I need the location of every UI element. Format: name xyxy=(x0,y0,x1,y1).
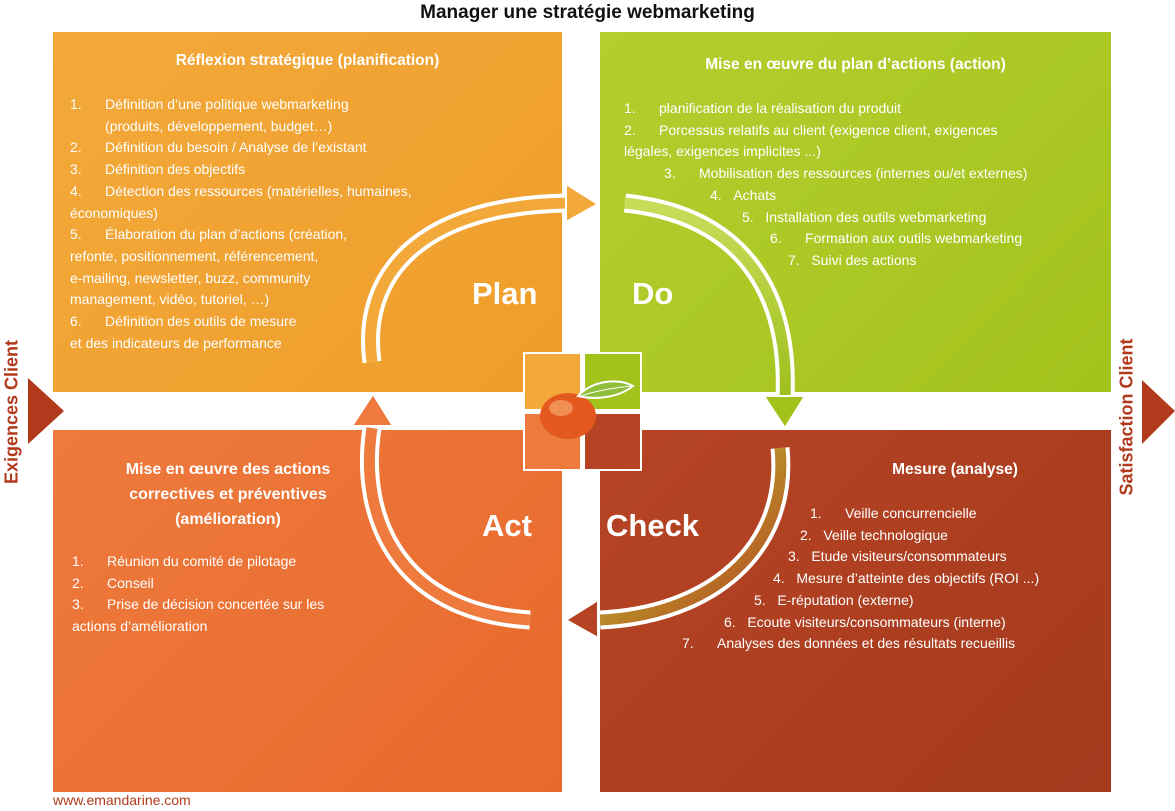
plan-item: management, vidéo, tutoriel, …) xyxy=(70,291,270,308)
plan-item: 1. Définition d’une politique webmarketi… xyxy=(70,96,349,112)
mandarin-logo xyxy=(523,352,642,471)
phase-act-label: Act xyxy=(482,508,532,543)
side-label-exigences: Exigences Client xyxy=(1,339,22,485)
plan-item: e-mailing, newsletter, buzz, community xyxy=(70,269,311,286)
check-list: 1. Veille concurrencielle 2. Veille tech… xyxy=(680,503,1039,655)
plan-item: et des indicateurs de performance xyxy=(70,334,282,351)
plan-item: 3. Définition des objectifs xyxy=(70,161,246,178)
plan-arrow xyxy=(361,193,569,364)
footer-url: www.emandarine.com xyxy=(53,792,191,808)
do-item: légales, exigences implicites ...) xyxy=(624,143,821,160)
act-arrowhead xyxy=(350,392,395,427)
check-item: 5. E-réputation (externe) xyxy=(754,591,914,608)
plan-item: 4. Détection des ressources (matérielles… xyxy=(70,182,412,199)
do-item: 3. Mobilisation des ressources (internes… xyxy=(664,165,1028,182)
plan-arrow-body xyxy=(365,197,569,363)
plan-item: 5. Élaboration du plan d’actions (créati… xyxy=(70,226,348,243)
check-title: Mesure (analyse) xyxy=(892,461,1018,478)
left-input-arrow xyxy=(28,378,64,444)
do-title: Mise en œuvre du plan d’actions (action) xyxy=(705,56,1006,73)
right-output-arrow xyxy=(1142,380,1175,444)
plan-item: (produits, développement, budget…) xyxy=(70,117,333,134)
do-arrowhead xyxy=(762,395,807,430)
act-title-line: Mise en œuvre des actions xyxy=(125,461,331,478)
check-item: 1. Veille concurrencielle xyxy=(810,505,977,521)
plan-arrowhead xyxy=(565,182,600,224)
do-list: 1. planification de la réalisation du pr… xyxy=(624,98,1027,272)
check-arrowhead xyxy=(564,598,599,640)
do-item: 5. Installation des outils webmarketing xyxy=(742,208,987,225)
do-item: 1. planification de la réalisation du pr… xyxy=(624,100,902,116)
check-item: 4. Mesure d’atteinte des objectifs (ROI … xyxy=(773,570,1040,587)
act-arrow-body xyxy=(363,427,531,626)
act-item: 1. Réunion du comité de pilotage xyxy=(72,553,297,569)
act-item: actions d’amélioration xyxy=(72,618,208,635)
check-item: 6. Ecoute visiteurs/consommateurs (inter… xyxy=(724,613,1006,630)
check-item: 7. Analyses des données et des résultats… xyxy=(682,635,1016,652)
do-arrow-body xyxy=(624,197,791,399)
check-arrow-body xyxy=(599,447,787,626)
plan-item: 2. Définition du besoin / Analyse de l’e… xyxy=(70,139,367,156)
plan-item: 6. Définition des outils de mesure xyxy=(70,313,297,330)
act-item: 3. Prise de décision concertée sur les xyxy=(72,596,325,613)
do-item: 4. Achats xyxy=(710,186,777,203)
check-item: 2. Veille technologique xyxy=(800,526,948,543)
plan-item: refonte, positionnement, référencement, xyxy=(70,247,319,264)
act-title: Mise en œuvre des actions correctives et… xyxy=(53,457,403,532)
page-title: Manager une stratégie webmarketing xyxy=(420,2,755,23)
plan-title: Réflexion stratégique (planification) xyxy=(175,52,440,69)
check-item: 3. Etude visiteurs/consommateurs xyxy=(788,548,1007,565)
do-item: 7. Suivi des actions xyxy=(788,251,917,268)
act-title-line: (amélioration) xyxy=(175,511,281,528)
side-label-satisfaction: Satisfaction Client xyxy=(1116,338,1137,496)
phase-check-label: Check xyxy=(606,508,700,543)
phase-do-label: Do xyxy=(632,276,674,311)
phase-plan-label: Plan xyxy=(472,276,538,311)
act-list: 1. Réunion du comité de pilotage 2. Cons… xyxy=(72,551,324,638)
do-item: 6. Formation aux outils webmarketing xyxy=(770,230,1023,247)
plan-item: économiques) xyxy=(70,204,158,221)
do-item: 2. Porcessus relatifs au client (exigenc… xyxy=(624,121,998,138)
plan-list: 1. Définition d’une politique webmarketi… xyxy=(70,94,412,354)
act-title-line: correctives et préventives xyxy=(129,486,327,503)
act-item: 2. Conseil xyxy=(72,574,154,591)
